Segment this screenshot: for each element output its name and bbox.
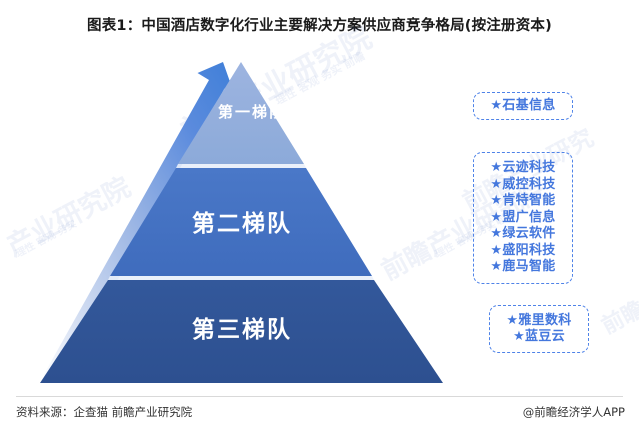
company-item: ★云迹科技 — [490, 160, 556, 176]
company-item: ★盛阳科技 — [490, 242, 556, 258]
company-item: ★绿云软件 — [490, 226, 556, 242]
footer-divider — [16, 396, 623, 397]
company-item: ★石基信息 — [490, 97, 556, 113]
page-title: 图表1：中国酒店数字化行业主要解决方案供应商竞争格局(按注册资本) — [87, 18, 552, 34]
brand-label: @前瞻经济学人APP — [522, 405, 625, 419]
pyramid-tier-1 — [178, 62, 304, 164]
pyramid-tier-3 — [40, 280, 443, 383]
company-box-tier-1: ★石基信息 — [473, 92, 573, 120]
pyramid-tier-3-label: 第三梯队 — [192, 317, 292, 343]
pyramid-tier-1-label: 第一梯队 — [217, 103, 286, 121]
company-item: ★威控科技 — [490, 176, 556, 192]
pyramid-tier-2-label: 第二梯队 — [192, 211, 292, 237]
company-item: ★雅里数科 — [506, 312, 572, 328]
company-item: ★蓝豆云 — [513, 329, 565, 344]
growth-arrow-icon — [43, 62, 235, 383]
company-item: ★肯特智能 — [490, 193, 556, 209]
company-box-tier-3: ★雅里数科 ★蓝豆云 — [489, 305, 589, 353]
source-label: 资料来源：企查猫 前瞻产业研究院 — [16, 405, 193, 419]
company-item: ★盟广信息 — [490, 209, 556, 225]
pyramid-tier-2 — [110, 168, 372, 276]
company-item: ★鹿马智能 — [490, 259, 556, 275]
company-box-tier-2: ★云迹科技 ★威控科技 ★肯特智能 ★盟广信息 ★绿云软件 ★盛阳科技 ★鹿马智… — [473, 152, 573, 284]
